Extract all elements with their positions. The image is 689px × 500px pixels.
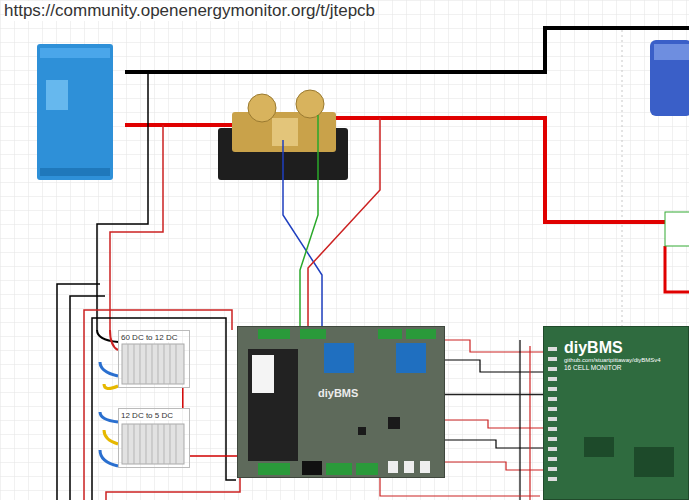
board-component [548,397,557,401]
battery-top [654,44,689,60]
negative-cable [125,28,689,72]
wire [92,318,236,500]
board-component [388,417,400,429]
inverter-foot [40,168,110,176]
board-component [248,349,298,461]
signal-wire [529,346,530,500]
board-component [326,463,352,475]
board-component [388,461,398,473]
board-component [634,447,674,477]
wire [106,478,240,500]
inverter-top [40,48,110,58]
sense-wire [283,140,322,328]
node-text: diyBMS [318,387,358,400]
shunt-bar [232,112,336,152]
signal-wire [380,478,540,496]
wire-connector [182,388,184,408]
converter-lead [100,450,118,466]
positive-cable [665,246,689,292]
controller-board: diyBMS [237,326,445,478]
board-component [548,357,557,361]
converter-lead [110,330,118,350]
converter-lead [100,362,118,376]
board-component [258,329,290,339]
wire [84,310,232,500]
wire-connector [445,394,543,396]
shunt-bolt [248,94,276,122]
converter-fins [128,344,176,384]
converter-body [122,344,184,384]
shunt-resistor [272,118,298,146]
board-component [324,343,354,373]
wire-connector [190,455,237,457]
board-component [548,347,557,351]
board-component [548,437,557,441]
supply-wire [308,118,380,328]
board-component [258,463,290,475]
converter-box: 12 DC to 5 DC [118,408,190,468]
board-component [404,461,414,473]
converter-lead [104,430,118,444]
signal-wire [445,440,543,448]
converter-box: 60 DC to 12 DC [118,330,190,388]
board-component [548,387,557,391]
battery-cell [650,40,689,116]
board-component [548,447,557,451]
inverter-body [37,44,113,180]
node-text: 16 CELL MONITOR [564,364,621,371]
sense-wire [300,115,318,328]
board-component [548,457,557,461]
board-component [358,427,366,435]
board-component [548,427,557,431]
board-component [420,461,430,473]
board-component [548,367,557,371]
board-component [548,417,557,421]
shunt-bolt [296,90,324,118]
board-component [548,467,557,471]
positive-cable [125,123,242,127]
supply-wire [97,72,148,330]
converter-lead [104,384,118,389]
node-text: github.com/stuartpittaway/diyBMSv4 [564,357,661,364]
signal-wire [445,340,543,352]
board-component [548,477,557,481]
node-text: diyBMS [564,339,623,357]
terminal-block [665,212,689,246]
supply-wire [110,125,163,330]
node-text: 12 DC to 5 DC [121,411,173,420]
cell-board: diyBMSgithub.com/stuartpittaway/diyBMSv4… [543,326,689,500]
board-component [548,377,557,381]
signal-wire [445,420,543,428]
board-component [406,329,436,339]
converter-lead [97,330,118,342]
board-parts [238,327,446,479]
converter-fins [128,424,176,464]
source-url: https://community.openenergymonitor.org/… [4,1,375,21]
inverter-display [46,80,68,110]
wire [57,284,100,500]
node-text: 60 DC to 12 DC [121,333,177,342]
signal-wire [445,360,543,372]
board-component [300,329,326,339]
signal-wire [445,462,543,470]
positive-cable [320,118,665,222]
board-component [584,437,614,457]
board-component [378,329,402,339]
converter-body [122,424,184,464]
wire [70,296,105,500]
board-component [396,343,426,373]
converter-lead [100,412,118,422]
board-component [548,407,557,411]
signal-wire [519,340,520,500]
board-component [302,461,322,475]
board-component [356,463,378,475]
board-component [252,355,274,393]
